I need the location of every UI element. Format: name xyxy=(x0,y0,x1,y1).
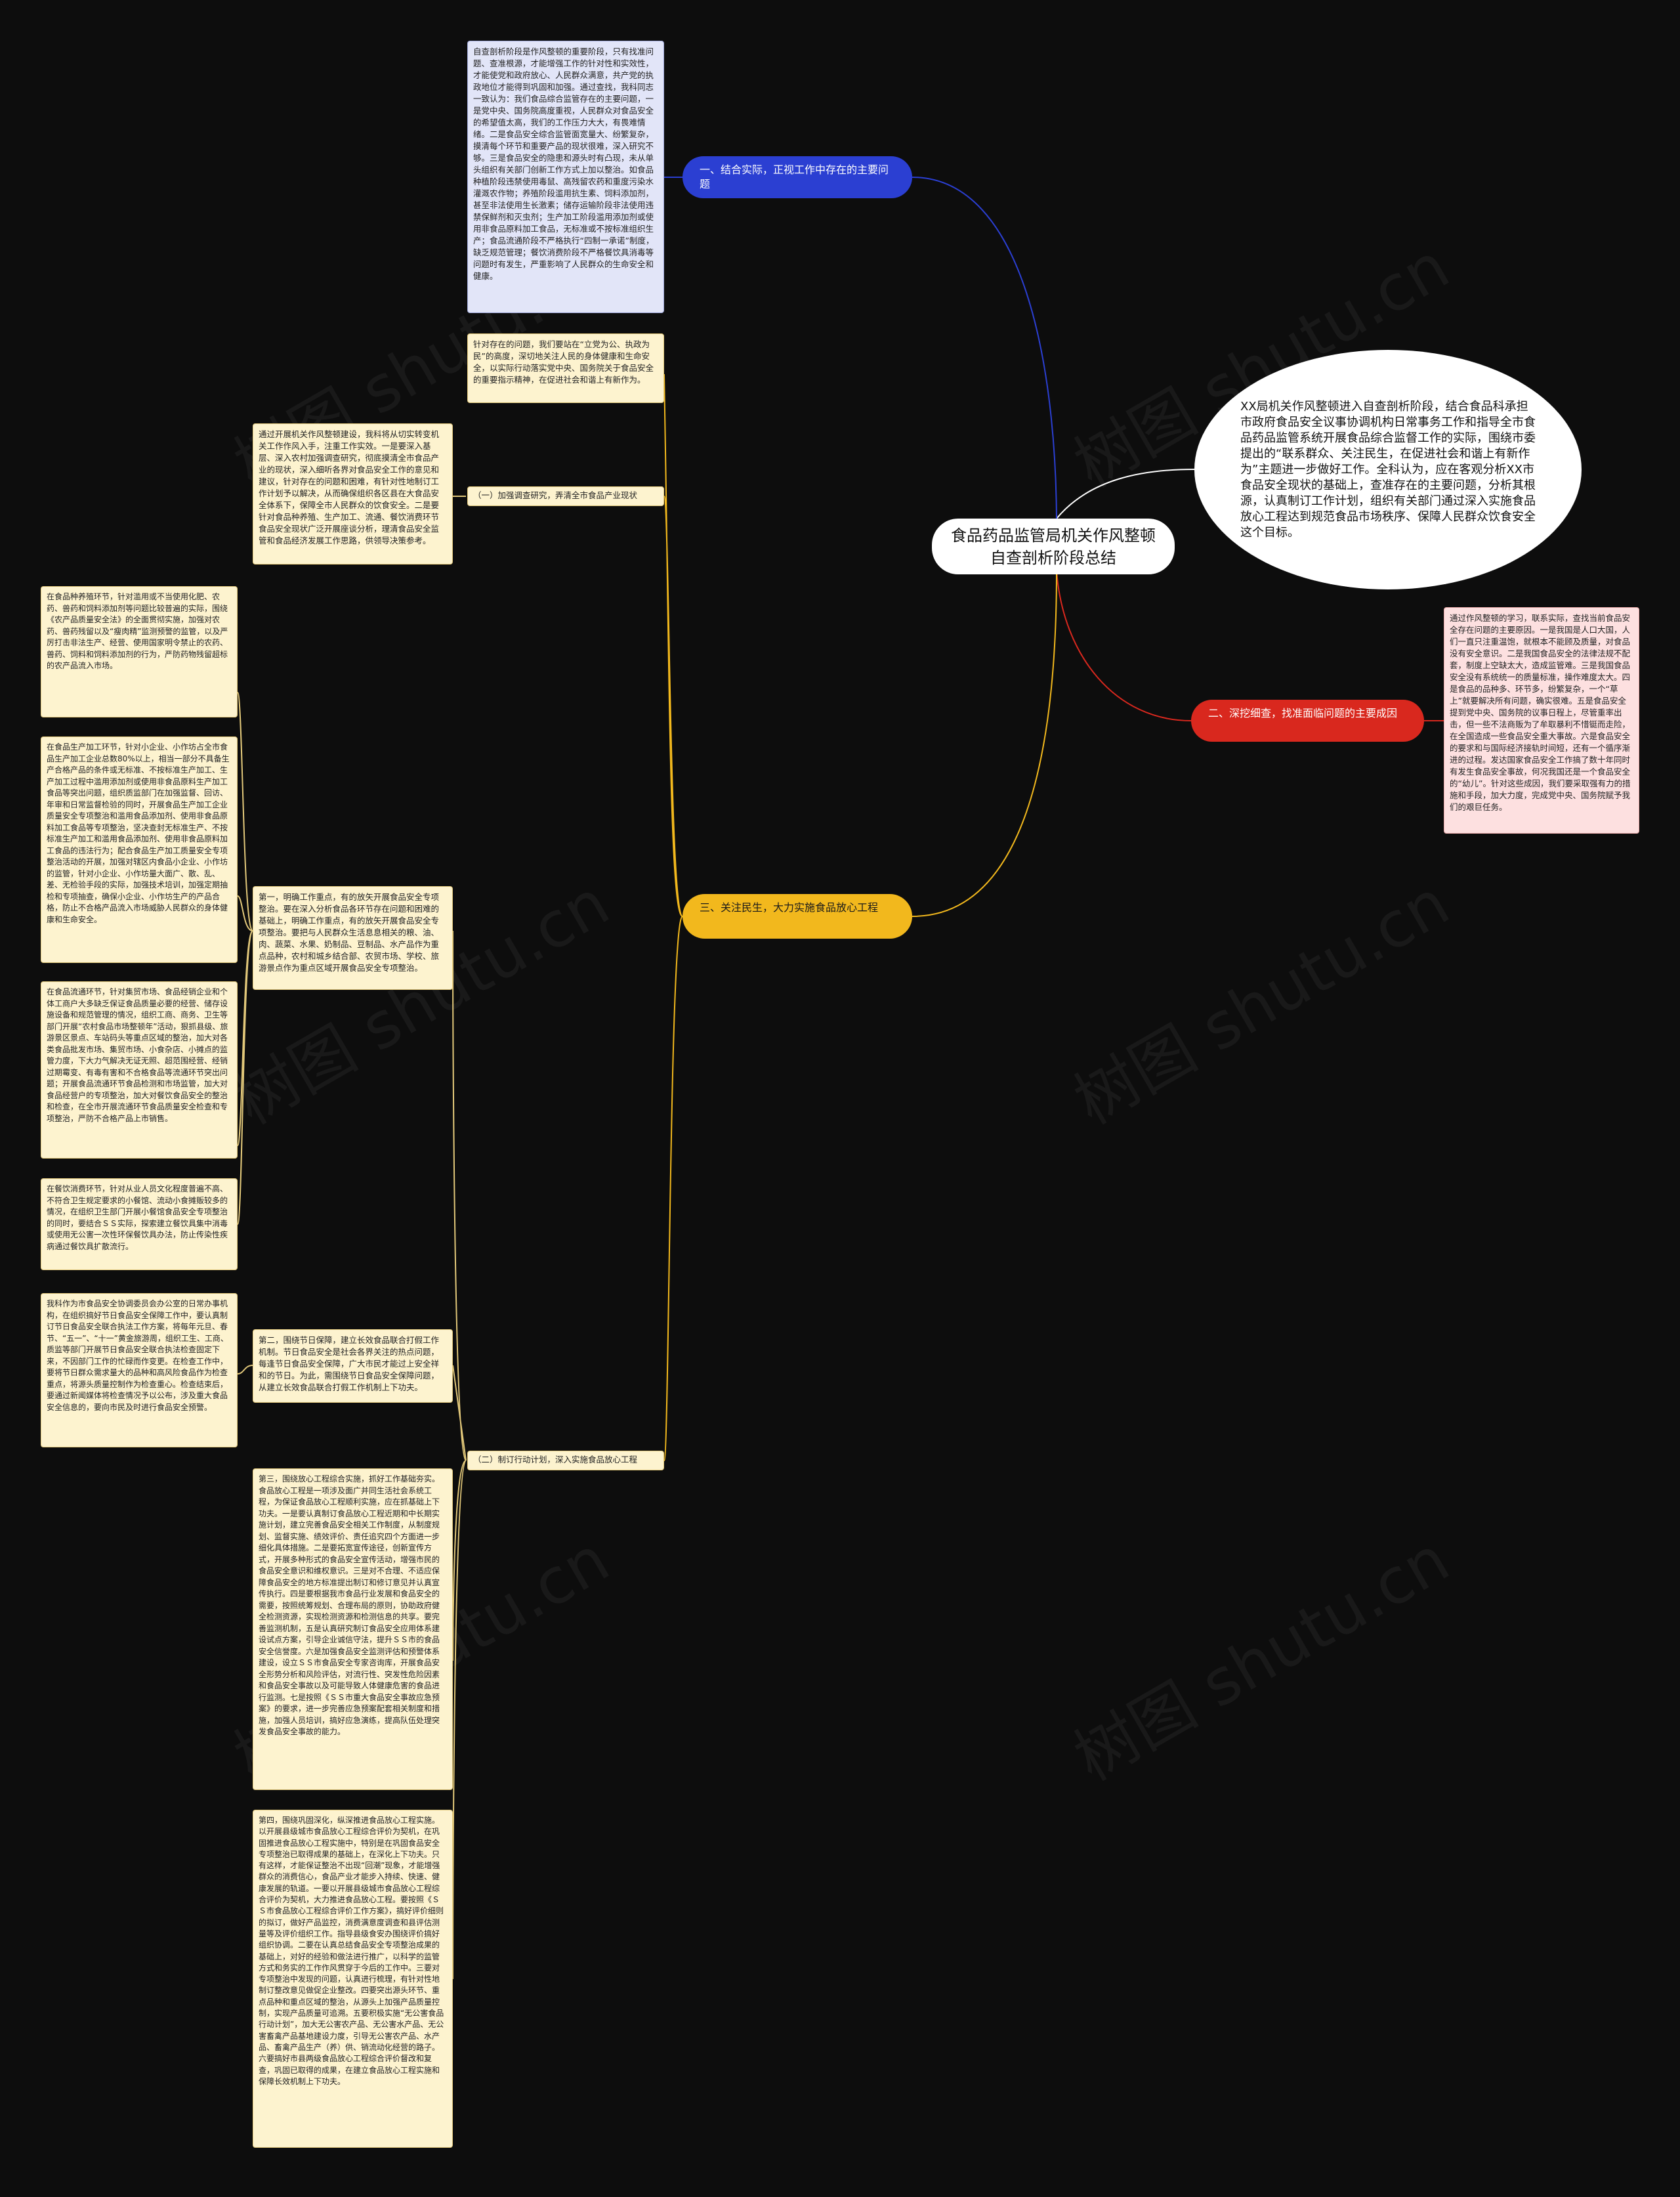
branch-1-label: 一、结合实际，正视工作中存在的主要问题 xyxy=(700,163,889,190)
first-item-1: 在食品种养殖环节，针对滥用或不当使用化肥、农药、兽药和饲料添加剂等问题比较普遍的… xyxy=(41,586,238,717)
connector-root-branch1 xyxy=(912,177,1057,526)
branch-2-detail-text: 通过作风整顿的学习，联系实际，查找当前食品安全存在问题的主要原因。一是我国是人口… xyxy=(1450,613,1631,812)
root-topic[interactable]: 食品药品监管局机关作风整顿自查剖析阶段总结 xyxy=(932,519,1175,574)
sub-2-first: 第一，明确工作重点，有的放矢开展食品安全专项整治。要在深入分析食品各环节存在问题… xyxy=(253,886,453,990)
branch-2-detail: 通过作风整顿的学习，联系实际，查找当前食品安全存在问题的主要原因。一是我国是人口… xyxy=(1444,607,1639,834)
sub-2-third: 第三，围绕放心工程综合实施，抓好工作基础夯实。食品放心工程是一项涉及面广并同生活… xyxy=(253,1468,453,1790)
sub-2-label: （二）制订行动计划，深入实施食品放心工程 xyxy=(473,1455,638,1464)
branch-3-topic[interactable]: 三、关注民生，大力实施食品放心工程 xyxy=(682,894,912,939)
first-item-3: 在食品流通环节，针对集贸市场、食品经销企业和个体工商户大多缺乏保证食品质量必要的… xyxy=(41,981,238,1159)
connector-root-branch3 xyxy=(912,570,1057,917)
first-item-2-text: 在食品生产加工环节，针对小企业、小作坊占全市食品生产加工企业总数80%以上，相当… xyxy=(47,742,230,924)
branch-3-intro-text: 针对存在的问题，我们要站在“立党为公、执政为民”的高度，深切地关注人民的身体健康… xyxy=(473,339,654,385)
summary-note: XX局机关作风整顿进入自查剖析阶段，结合食品科承担市政府食品安全议事协调机构日常… xyxy=(1194,350,1582,589)
connector-branch3-trunk xyxy=(663,373,683,1461)
connector-root-summary xyxy=(1056,469,1195,519)
connector-second-items xyxy=(237,1365,253,1375)
sub-2-second-text: 第二，围绕节日保障，建立长效食品联合打假工作机制。节日食品安全是社会各界关注的热… xyxy=(259,1335,440,1392)
sub-2-first-text: 第一，明确工作重点，有的放矢开展食品安全专项整治。要在深入分析食品各环节存在问题… xyxy=(259,892,440,973)
first-item-4-text: 在餐饮消费环节，针对从业人员文化程度普遍不高、不符合卫生规定要求的小餐馆、流动小… xyxy=(47,1184,228,1251)
second-item-1: 我科作为市食品安全协调委员会办公室的日常办事机构，在组织搞好节日食品安全保障工作… xyxy=(41,1293,238,1447)
sub-2-fourth-text: 第四，围绕巩固深化，纵深推进食品放心工程实施。以开展县级城市食品放心工程综合评价… xyxy=(259,1816,444,2086)
branch-3-intro: 针对存在的问题，我们要站在“立党为公、执政为民”的高度，深切地关注人民的身体健康… xyxy=(467,333,664,403)
summary-text: XX局机关作风整顿进入自查剖析阶段，结合食品科承担市政府食品安全议事协调机构日常… xyxy=(1240,399,1536,540)
connector-first-items xyxy=(237,692,253,1225)
sub-2-second: 第二，围绕节日保障，建立长效食品联合打假工作机制。节日食品安全是社会各界关注的热… xyxy=(253,1329,453,1403)
sub-1-topic[interactable]: （一）加强调查研究，弄清全市食品产业现状 xyxy=(467,486,664,506)
second-item-1-text: 我科作为市食品安全协调委员会办公室的日常办事机构，在组织搞好节日食品安全保障工作… xyxy=(47,1299,228,1412)
sub-1-detail: 通过开展机关作风整顿建设，我科将从切实转变机关工作作风入手，注重工作实效。一是要… xyxy=(253,423,453,565)
branch-2-label: 二、深挖细查，找准面临问题的主要成因 xyxy=(1208,707,1398,719)
connector-sub2-items xyxy=(452,930,467,1980)
branch-1-detail: 自查剖析阶段是作风整顿的重要阶段，只有找准问题、查准根源，才能增强工作的针对性和… xyxy=(467,41,664,313)
first-item-2: 在食品生产加工环节，针对小企业、小作坊占全市食品生产加工企业总数80%以上，相当… xyxy=(41,736,238,963)
branch-2-topic[interactable]: 二、深挖细查，找准面临问题的主要成因 xyxy=(1191,700,1424,742)
branch-3-label: 三、关注民生，大力实施食品放心工程 xyxy=(700,901,879,914)
first-item-4: 在餐饮消费环节，针对从业人员文化程度普遍不高、不符合卫生规定要求的小餐馆、流动小… xyxy=(41,1178,238,1270)
first-item-1-text: 在食品种养殖环节，针对滥用或不当使用化肥、农药、兽药和饲料添加剂等问题比较普遍的… xyxy=(47,592,228,670)
branch-1-topic[interactable]: 一、结合实际，正视工作中存在的主要问题 xyxy=(682,156,912,198)
first-item-3-text: 在食品流通环节，针对集贸市场、食品经销企业和个体工商户大多缺乏保证食品质量必要的… xyxy=(47,987,228,1123)
sub-2-topic[interactable]: （二）制订行动计划，深入实施食品放心工程 xyxy=(467,1451,664,1470)
sub-2-fourth: 第四，围绕巩固深化，纵深推进食品放心工程实施。以开展县级城市食品放心工程综合评价… xyxy=(253,1810,453,2148)
sub-1-detail-text: 通过开展机关作风整顿建设，我科将从切实转变机关工作作风入手，注重工作实效。一是要… xyxy=(259,429,440,545)
sub-1-label: （一）加强调查研究，弄清全市食品产业现状 xyxy=(473,490,638,500)
sub-2-third-text: 第三，围绕放心工程综合实施，抓好工作基础夯实。食品放心工程是一项涉及面广并同生活… xyxy=(259,1474,440,1736)
branch-1-detail-text: 自查剖析阶段是作风整顿的重要阶段，只有找准问题、查准根源，才能增强工作的针对性和… xyxy=(473,47,654,281)
connector-root-branch2 xyxy=(1056,570,1192,721)
root-title: 食品药品监管局机关作风整顿自查剖析阶段总结 xyxy=(951,526,1156,567)
